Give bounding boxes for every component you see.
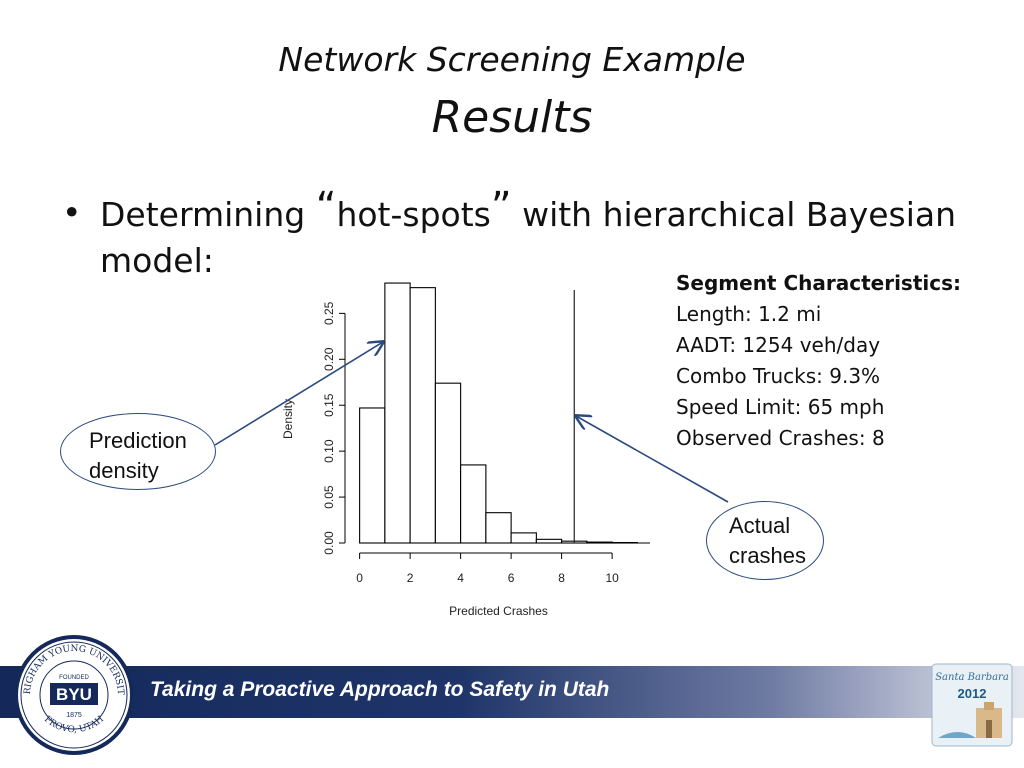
callout-line: density: [89, 458, 159, 483]
bullet-dot: •: [62, 193, 82, 232]
histogram-bar: [384, 282, 411, 544]
y-tick-label: 0.25: [322, 301, 336, 325]
actual-crashes-callout: Actual crashes: [706, 501, 824, 580]
x-tick-label: 2: [407, 571, 414, 585]
segment-line: Length: 1.2 mi: [676, 302, 822, 326]
seal-founded-text: FOUNDED: [59, 675, 89, 681]
x-axis-label: Predicted Crashes: [449, 604, 548, 618]
x-tick-label: 10: [605, 571, 619, 585]
x-tick-label: 0: [356, 571, 363, 585]
x-tick-label: 8: [558, 571, 565, 585]
histogram-bar: [409, 287, 436, 544]
bullet-text: Determining “hot-spots” with hierarchica…: [100, 184, 960, 284]
y-tick-label: 0.20: [322, 347, 336, 371]
logo-year: 2012: [958, 686, 987, 701]
y-tick-label: 0.05: [322, 485, 336, 509]
segment-line: Combo Trucks: 9.3%: [676, 364, 881, 388]
segment-heading: Segment Characteristics:: [676, 271, 961, 295]
y-axis-label: Density: [281, 399, 295, 439]
bullet-quoted: hot-spots: [336, 195, 491, 234]
x-tick-label: 6: [508, 571, 515, 585]
actual-arrow: [576, 416, 729, 503]
slide-title: Network Screening Example: [278, 40, 746, 79]
histogram-bar: [460, 464, 487, 544]
logo-title: Santa Barbara: [935, 672, 1009, 683]
quote-open: “: [315, 184, 337, 230]
segment-line: AADT: 1254 veh/day: [676, 333, 881, 357]
segment-characteristics: Segment Characteristics: Length: 1.2 mi …: [676, 268, 961, 454]
y-tick-label: 0.15: [322, 393, 336, 417]
histogram-bar: [485, 512, 512, 544]
callout-line: Prediction: [89, 428, 187, 453]
seal-byu-text: BYU: [56, 685, 92, 704]
slide-subtitle: Results: [431, 92, 593, 143]
segment-line: Speed Limit: 65 mph: [676, 395, 885, 419]
footer-banner-text: Taking a Proactive Approach to Safety in…: [150, 678, 610, 701]
byu-seal-logo: BRIGHAM YOUNG UNIVERSITY PROVO, UTAH FOU…: [12, 633, 134, 755]
quote-close: ”: [490, 184, 512, 230]
bullet-pre: Determining: [100, 195, 316, 234]
y-tick-label: 0.00: [322, 531, 336, 555]
prediction-arrow: [214, 342, 383, 446]
prediction-density-callout: Prediction density: [60, 413, 216, 490]
y-tick-label: 0.10: [322, 439, 336, 463]
histogram-bar: [434, 382, 462, 544]
footer-banner: [0, 666, 1024, 718]
bullet-post: with hierarchical Bayesian model:: [100, 195, 957, 280]
seal-year-text: 1875: [66, 712, 82, 719]
segment-line: Observed Crashes: 8: [676, 426, 885, 450]
callout-line: crashes: [729, 543, 807, 568]
x-tick-label: 4: [457, 571, 464, 585]
callout-line: Actual: [729, 513, 791, 538]
santa-barbara-2012-logo: Santa Barbara 2012: [931, 663, 1013, 747]
